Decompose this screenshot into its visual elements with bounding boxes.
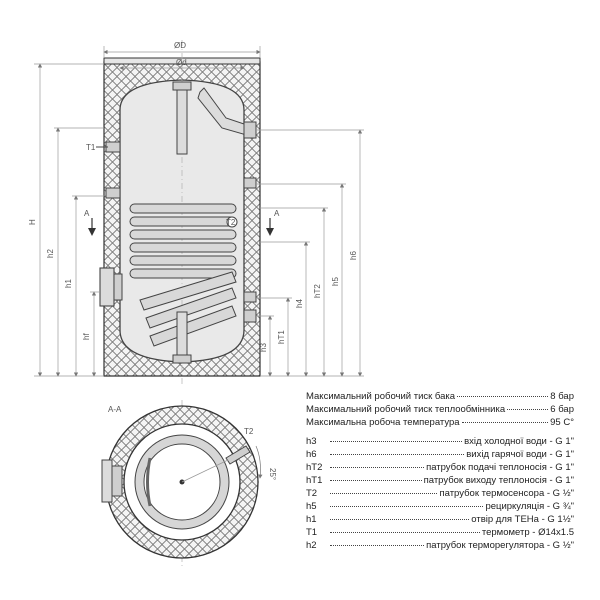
hT1-label: hT1 [277, 330, 286, 344]
h4-label: h4 [295, 299, 304, 308]
svg-text:A: A [84, 209, 90, 218]
tank-cross-section [101, 400, 263, 566]
h3-label: h3 [259, 343, 268, 352]
inner-diameter-label: Ød [176, 58, 187, 67]
t2-elevation-label: T2 [226, 218, 236, 227]
spec-row-exchanger-pressure: Максимальний робочий тиск теплообмінника… [306, 404, 574, 415]
heater-flange [99, 267, 115, 307]
spec-row-tank-pressure: Максимальний робочий тиск бака 8 бар [306, 391, 574, 402]
spec-row-max-temperature: Максимальна робоча температура 95 C° [306, 417, 574, 428]
hf-label: hf [82, 333, 91, 340]
right-dimensions: h6 h5 hT2 h4 hT1 h3 [256, 129, 364, 377]
thermometer-socket [105, 141, 121, 153]
h2-label: h2 [46, 249, 55, 258]
section-marker-left: A [84, 209, 96, 236]
t2-section-label: T2 [244, 427, 254, 436]
diameter-dimensions: ØD Ød [103, 41, 261, 71]
h6-label: h6 [349, 251, 358, 260]
svg-text:A: A [274, 209, 280, 218]
left-dimensions: H h2 h1 hf [28, 63, 104, 377]
h1-label: h1 [64, 279, 73, 288]
h5-label: h5 [331, 277, 340, 286]
heat-exchanger-coil [129, 203, 237, 347]
section-marker-right: A [266, 209, 280, 236]
t1-label: T1 [86, 143, 96, 152]
outer-diameter-label: ØD [174, 41, 186, 50]
tank-elevation [96, 40, 261, 385]
hot-water-pipe [176, 81, 188, 155]
height-label: H [28, 219, 37, 225]
hT2-label: hT2 [313, 284, 322, 298]
angle-label: 25° [268, 468, 277, 480]
section-title: A-A [108, 405, 122, 414]
